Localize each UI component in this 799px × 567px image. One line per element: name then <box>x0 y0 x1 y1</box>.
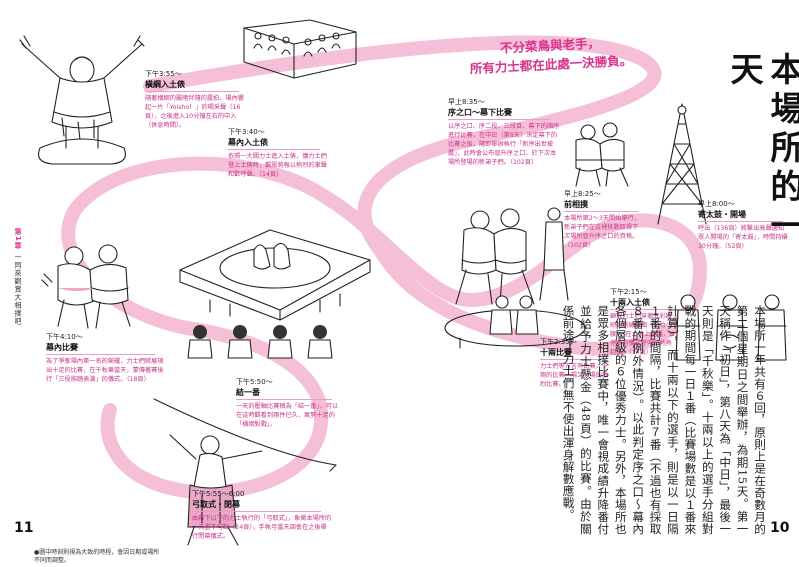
chapter-label: 第1章 一同來觀賞大相撲吧 <box>13 228 22 325</box>
road-path <box>61 35 708 500</box>
card-title: 幕內比賽 <box>46 343 78 352</box>
card-time: 下午5:55～6:00 <box>192 490 245 498</box>
card-makuuchi-bouts: 下午4:10～ 幕內比賽 為了爭奪場內第一名的榮耀，力士們將展現出十足的比賽，在… <box>46 333 164 384</box>
dohyo-illustration <box>179 229 371 321</box>
card-divider <box>564 211 638 212</box>
juryo-lineup-illustration <box>675 294 787 361</box>
card-title: 十兩入土俵 <box>610 298 650 307</box>
card-divider <box>236 399 332 400</box>
card-time: 下午3:40～ <box>228 128 265 136</box>
card-divider <box>698 221 783 222</box>
card-time: 下午3:55～ <box>145 70 182 78</box>
card-time: 下午5:50～ <box>236 378 273 386</box>
footnote: ●圖中時刻則視為大致的時程，會因日期或場所不同而調整。 <box>34 549 160 564</box>
card-body: 隨著橫綱的屬睹伴隨的露拍，場內響起一片「Yoisho！」的喝采聲（16頁），之後… <box>145 95 244 129</box>
card-divider <box>145 91 239 92</box>
card-yumitori: 下午5:55～6:00 弓取式・閉幕 由幕下以下的力士執行的「弓取式」，象徵本場… <box>192 490 332 541</box>
card-musubi: 下午5:50～ 結一番 一天的壓軸比賽稱為「結一番」，可以在這時觀看到兩件已久、… <box>236 378 340 429</box>
card-divider <box>448 119 552 120</box>
card-yosedaiko: 早上8:00～ 寄太鼓・開場 呼出（136頁）將擊出高聲通知眾人開場的「寄太鼓」… <box>698 200 790 251</box>
card-time: 下午4:10～ <box>46 333 83 341</box>
card-title: 弓取式・閉幕 <box>192 500 240 509</box>
card-title: 寄太鼓・開場 <box>698 210 746 219</box>
chapter-number: 第1章 <box>14 228 22 250</box>
card-jonokuchi: 早上8:35～ 序之口～幕下比賽 以序之口、序二段、三段目、幕下的順序進行比賽，… <box>448 98 560 167</box>
card-body: 力士們等方言有比賽，十兩的比賽一場又一場的激烈比賽。 <box>540 363 609 388</box>
card-title: 序之口～幕下比賽 <box>448 108 512 117</box>
card-maezumo: 早上8:25～ 前相撲 本場所第2～3天開始舉行，新弟子們在這裡挑戰取得下次場所… <box>564 190 644 250</box>
card-time: 早上8:25～ <box>564 190 601 198</box>
maezumo-illustration <box>575 122 629 187</box>
card-body: 由幕下以下的力士執行的「弓取式」，象徵本場所的一天畫下句點（24頁），手執弓當天… <box>192 515 332 540</box>
card-divider <box>192 511 321 512</box>
drum-tower-illustration <box>657 103 707 225</box>
page-number-right: 10 <box>770 520 790 536</box>
yokozuna-illustration <box>19 35 145 165</box>
card-time: 早上8:00～ <box>698 200 735 208</box>
card-body: 依照一大關力士進入土俵，儀力士們登上土俵時，觀眾將報以熱烈的掌聲和歡呼聲。（14… <box>228 153 327 178</box>
spectators-illustration <box>187 325 333 359</box>
card-title: 橫綱入土俵 <box>145 80 185 89</box>
card-divider <box>46 354 155 355</box>
card-juryo-bouts: 下午2:35～ 十兩比賽 力士們等方言有比賽，十兩的比賽一場又一場的激烈比賽。 <box>540 338 610 389</box>
card-divider <box>540 359 605 360</box>
page-title: 本場所的一天 <box>725 52 799 247</box>
card-body: 為了爭奪場內第一名的榮耀，力士們將展現出十足的比賽，在千秋樂當天，蒙傳著賽後行「… <box>46 358 164 383</box>
audience-illustration <box>243 19 357 79</box>
card-body: 以序之口、序二段、三段目、幕下的順序進行比賽，在中日（第8天）決定幕下的比賽之後… <box>448 123 560 166</box>
card-body: 顧取力士們穿著五彩繽紛的刺繡腰圍（化妝腰），在土俵上登場，並停時的儀式呼叫和熱熱… <box>610 313 675 356</box>
card-title: 結一番 <box>236 388 260 397</box>
card-divider <box>228 149 320 150</box>
card-title: 前相撲 <box>564 200 588 209</box>
card-body: 本場所第2～3天開始舉行，新弟子們在這裡挑戰取得下次場所晉升序之口的資格。（10… <box>564 215 640 249</box>
makuuchi-bout-illustration <box>41 244 131 329</box>
card-time: 早上8:35～ <box>448 98 485 106</box>
card-time: 下午2:35～ <box>540 338 577 346</box>
card-title: 十兩比賽 <box>540 348 572 357</box>
jonokuchi-bout-illustration <box>455 207 569 305</box>
card-time: 下午2:15～ <box>610 288 647 296</box>
card-body: 呼出（136頁）將擊出高聲通知眾人開場的「寄太鼓」，時間持續30分鐘。（52頁） <box>698 225 788 250</box>
card-yokozuna-dohyoiri: 下午3:55～ 橫綱入土俵 隨著橫綱的屬睹伴隨的露拍，場內響起一片「Yoisho… <box>145 70 247 130</box>
chapter-title: 一同來觀賞大相撲吧 <box>14 253 22 326</box>
card-title: 幕內入土俵 <box>228 138 268 147</box>
page-number-left: 11 <box>14 520 34 536</box>
card-body: 一天的壓軸比賽稱為「結一番」，可以在這時觀看到兩件已久、氣勢十足的「横綱對戰」。 <box>236 403 339 428</box>
juryo-bout-illustration <box>444 295 586 349</box>
body-prose: 本場所一年共有６回，原則上是在奇數月的第二個星期日之間舉辦，為期15天。第一天稱… <box>561 305 767 535</box>
card-juryo-dohyoiri: 下午2:15～ 十兩入土俵 顧取力士們穿著五彩繽紛的刺繡腰圍（化妝腰），在土俵上… <box>610 288 678 357</box>
card-divider <box>610 309 673 310</box>
yumitori-illustration <box>153 398 337 546</box>
card-makuuchi-dohyoiri: 下午3:40～ 幕內入土俵 依照一大關力士進入土俵，儀力士們登上土俵時，觀眾將報… <box>228 128 328 179</box>
